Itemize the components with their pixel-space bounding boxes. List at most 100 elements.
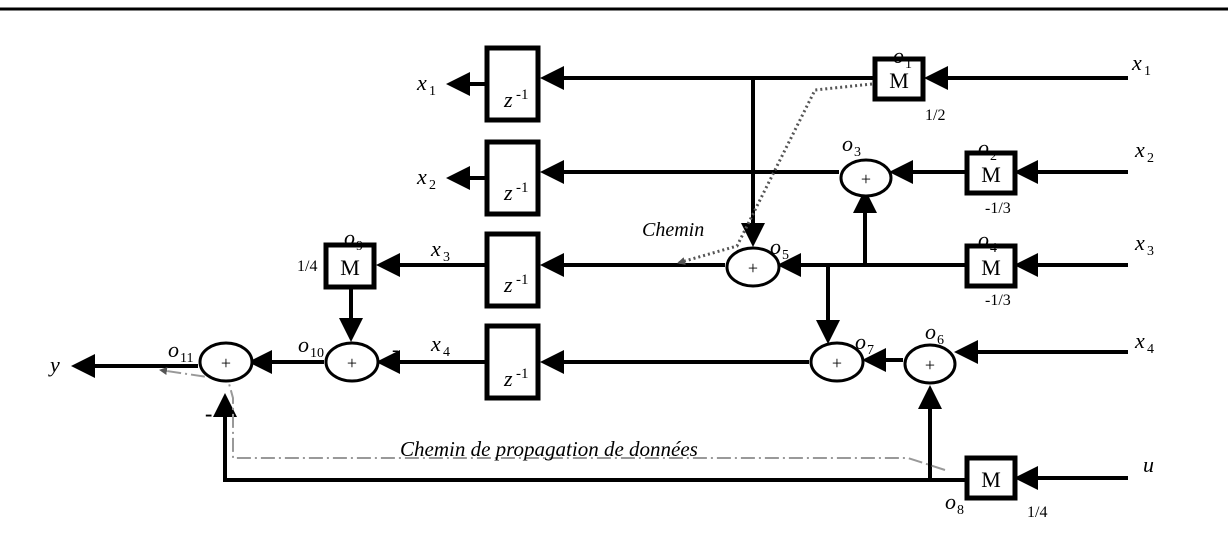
svg-text:10: 10 <box>310 346 324 361</box>
minus-sign-o11: - <box>205 401 212 426</box>
data-path-label: Chemin de propagation de données <box>400 437 698 461</box>
input-u-label: u <box>1143 452 1154 477</box>
coef-o1: 1/2 <box>925 107 945 124</box>
svg-text:7: 7 <box>867 343 874 358</box>
svg-text:+: + <box>832 353 842 373</box>
svg-text:o: o <box>945 489 956 514</box>
adder-o10: + <box>324 341 380 383</box>
svg-text:o: o <box>978 227 989 252</box>
svg-text:+: + <box>221 353 231 373</box>
adder-o3: + <box>839 158 893 198</box>
multiplier-o8: M <box>964 455 1018 501</box>
svg-text:2: 2 <box>990 149 997 164</box>
input-x2-label: x 2 <box>1134 137 1154 166</box>
node-label-o2: o 2 <box>978 135 997 164</box>
svg-text:z: z <box>503 272 513 297</box>
delay-3: z -1 <box>484 231 541 309</box>
svg-text:1: 1 <box>905 57 912 72</box>
output-x1-label: x 1 <box>416 70 436 99</box>
svg-text:z: z <box>503 180 513 205</box>
input-x4-label: x 4 <box>1134 328 1154 357</box>
node-label-o10: o 10 <box>298 332 324 361</box>
chemin-label: Chemin <box>642 219 704 241</box>
svg-text:11: 11 <box>180 351 193 366</box>
svg-text:8: 8 <box>957 503 964 518</box>
svg-text:5: 5 <box>782 248 789 263</box>
svg-text:4: 4 <box>1147 342 1154 357</box>
minus-sign-o10: - <box>392 339 399 361</box>
node-label-o3: o 3 <box>842 131 861 160</box>
adder-o6: + <box>903 343 957 385</box>
delay-4: z -1 <box>484 323 541 401</box>
svg-text:x: x <box>1134 328 1145 353</box>
svg-text:o: o <box>168 337 179 362</box>
coef-o2: -1/3 <box>985 200 1011 217</box>
svg-text:M: M <box>889 68 909 93</box>
svg-text:x: x <box>416 164 427 189</box>
node-label-o1: o 1 <box>893 43 912 72</box>
node-label-o9: o 9 <box>344 225 363 254</box>
svg-text:3: 3 <box>443 250 450 265</box>
output-x2-label: x 2 <box>416 164 436 193</box>
svg-text:o: o <box>842 131 853 156</box>
svg-text:o: o <box>855 329 866 354</box>
svg-text:o: o <box>770 234 781 259</box>
svg-text:-1: -1 <box>516 272 529 288</box>
svg-text:2: 2 <box>1147 151 1154 166</box>
svg-text:M: M <box>981 255 1001 280</box>
svg-text:x: x <box>1134 137 1145 162</box>
svg-text:z: z <box>503 366 513 391</box>
svg-text:M: M <box>340 255 360 280</box>
svg-text:6: 6 <box>937 333 944 348</box>
multiplier-o9: M <box>323 242 377 290</box>
input-x1-label: x 1 <box>1131 50 1151 79</box>
svg-text:M: M <box>981 467 1001 492</box>
svg-text:x: x <box>1134 230 1145 255</box>
multiplier-o1: M <box>872 56 926 102</box>
svg-text:x: x <box>430 236 441 261</box>
svg-text:1: 1 <box>1144 64 1151 79</box>
svg-text:2: 2 <box>429 178 436 193</box>
node-label-o6: o 6 <box>925 319 944 348</box>
node-label-o5: o 5 <box>770 234 789 263</box>
output-x4-label: x 4 <box>430 331 450 360</box>
svg-text:3: 3 <box>1147 244 1154 259</box>
node-label-o7: o 7 <box>855 329 874 358</box>
node-label-o4: o 4 <box>978 227 997 256</box>
svg-text:+: + <box>347 353 357 373</box>
svg-text:x: x <box>430 331 441 356</box>
svg-text:z: z <box>503 87 513 112</box>
coef-o8: 1/4 <box>1027 504 1047 521</box>
output-y-label: y <box>48 352 60 377</box>
svg-text:o: o <box>344 225 355 250</box>
output-x3-label: x 3 <box>430 236 450 265</box>
adder-o7: + <box>809 341 865 383</box>
svg-text:-1: -1 <box>516 366 529 382</box>
adder-o11: + <box>198 341 254 383</box>
svg-text:M: M <box>981 162 1001 187</box>
svg-text:o: o <box>925 319 936 344</box>
node-label-o11: o 11 <box>168 337 193 366</box>
svg-text:x: x <box>1131 50 1142 75</box>
input-x3-label: x 3 <box>1134 230 1154 259</box>
multiplier-o4: M <box>964 243 1018 289</box>
svg-text:4: 4 <box>443 345 450 360</box>
svg-text:-1: -1 <box>516 180 529 196</box>
svg-text:4: 4 <box>990 241 997 256</box>
svg-text:+: + <box>748 258 758 278</box>
svg-text:o: o <box>978 135 989 160</box>
svg-text:o: o <box>893 43 904 68</box>
multiplier-o2: M <box>964 150 1018 196</box>
delay-1: z -1 <box>484 45 541 123</box>
coef-o4: -1/3 <box>985 292 1011 309</box>
delay-2: z -1 <box>484 139 541 217</box>
wires <box>71 66 1128 490</box>
svg-text:+: + <box>925 355 935 375</box>
node-label-o8: o 8 <box>945 489 964 518</box>
svg-text:o: o <box>298 332 309 357</box>
svg-text:x: x <box>416 70 427 95</box>
adder-o5: + <box>725 246 781 288</box>
coef-o9: 1/4 <box>297 258 317 275</box>
svg-text:1: 1 <box>429 84 436 99</box>
